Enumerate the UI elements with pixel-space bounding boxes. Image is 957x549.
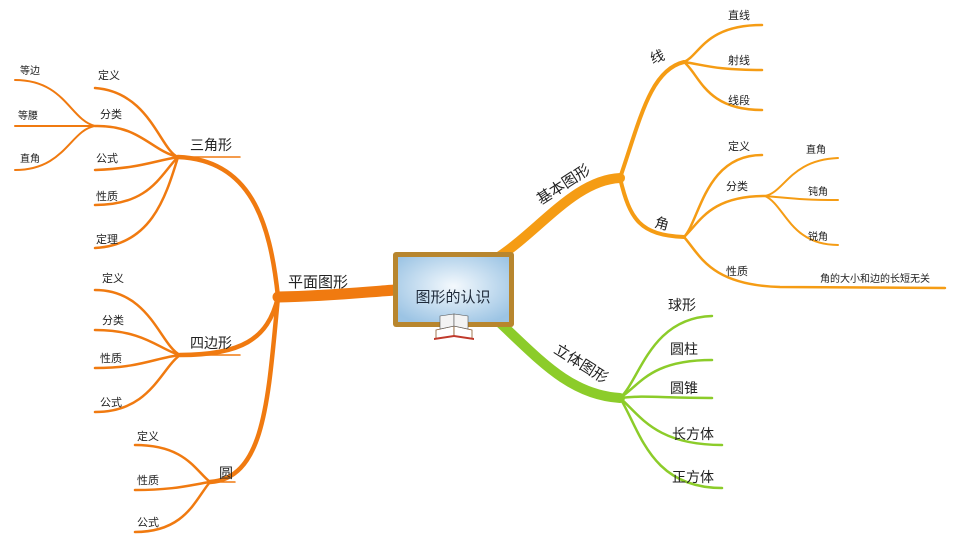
solid-branch [492,314,724,490]
quadrilateral-item[interactable]: 性质 [100,351,122,365]
plane-labels: 平面图形 三角形 定义 分类 公式 性质 定理 等边 等腰 直角 四边形 定义 … [18,64,348,529]
root-node[interactable]: 图形的认识 [393,252,514,340]
solid-labels: 立体图形 球形 圆柱 圆锥 长方体 正方体 [551,298,714,486]
triangle-classification[interactable]: 分类 [100,107,122,121]
angle-classification[interactable]: 分类 [726,179,748,193]
triangle-formula[interactable]: 公式 [96,152,118,165]
book-icon [434,313,474,340]
basic-labels: 基本图形 线 直线 射线 线段 角 定义 分类 直角 钝角 锐角 性质 角的大小… [533,8,930,285]
board-face [398,257,509,322]
triangle-label[interactable]: 三角形 [190,138,232,154]
quadrilateral-item[interactable]: 分类 [102,313,124,327]
triangle-definition[interactable]: 定义 [98,68,120,82]
solid-item[interactable]: 圆锥 [670,381,698,397]
triangle-theorem[interactable]: 定理 [96,232,118,246]
angle-property[interactable]: 性质 [726,264,748,278]
triangle-property[interactable]: 性质 [96,189,118,203]
solid-item[interactable]: 长方体 [672,427,714,443]
line-item[interactable]: 直线 [728,8,750,22]
plane-branch [14,79,401,534]
angle-type-right[interactable]: 直角 [806,143,826,156]
solid-item[interactable]: 球形 [668,298,696,314]
circle-label[interactable]: 圆 [219,466,233,482]
root-label: 图形的认识 [415,288,490,306]
angle-property-note[interactable]: 角的大小和边的长短无关 [820,272,930,285]
quadrilateral-item[interactable]: 公式 [100,396,122,409]
plane-trunk [272,284,401,303]
line-label[interactable]: 线 [648,48,667,68]
basic-trunk [492,173,625,263]
quadrilateral-label[interactable]: 四边形 [190,336,232,352]
plane-label[interactable]: 平面图形 [288,273,348,291]
angle-type-obtuse[interactable]: 钝角 [808,185,828,198]
solid-trunk [492,315,625,403]
triangle-type-right[interactable]: 直角 [20,152,40,165]
solid-item[interactable]: 圆柱 [670,342,698,358]
circle-item[interactable]: 性质 [137,473,159,487]
line-item[interactable]: 线段 [728,93,750,107]
solid-item[interactable]: 正方体 [672,470,714,486]
circle-item[interactable]: 定义 [137,429,159,443]
angle-definition[interactable]: 定义 [728,139,750,153]
basic-branch [492,23,947,290]
triangle-type-equilateral[interactable]: 等边 [20,64,40,77]
line-item[interactable]: 射线 [728,53,750,67]
angle-label[interactable]: 角 [653,215,671,234]
circle-item[interactable]: 公式 [137,516,159,529]
quadrilateral-item[interactable]: 定义 [102,271,124,285]
triangle-type-isosceles[interactable]: 等腰 [18,109,38,122]
angle-type-acute[interactable]: 锐角 [808,230,828,243]
